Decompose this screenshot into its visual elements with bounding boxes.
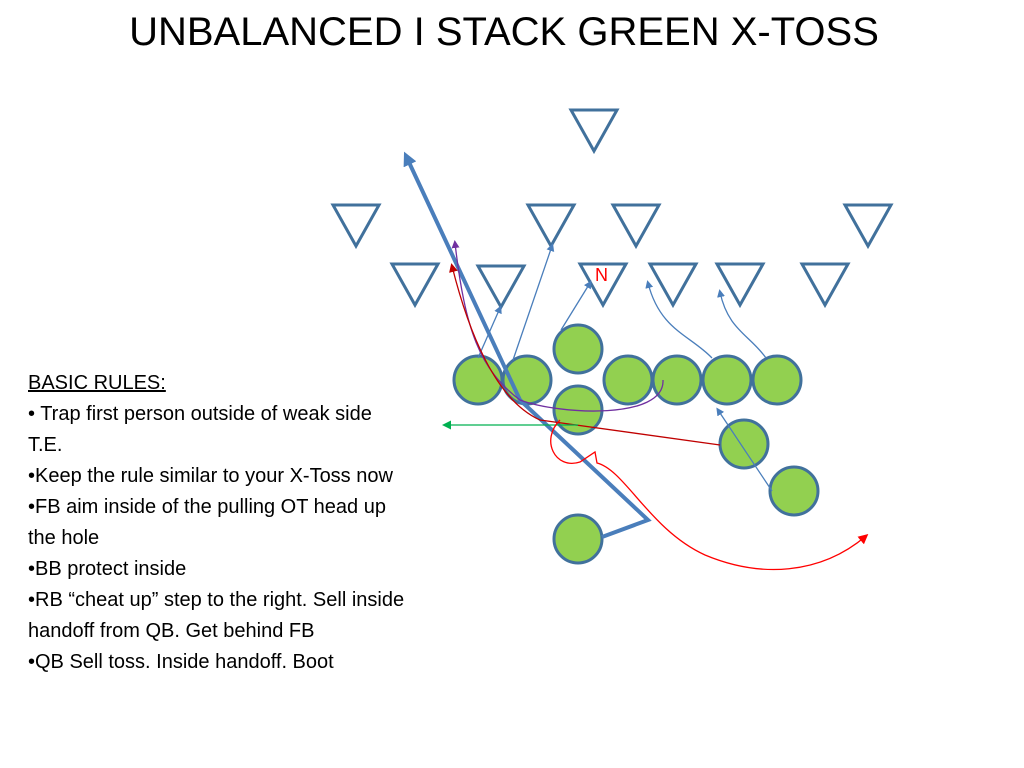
block-arrow-wing: [716, 407, 773, 492]
defender-dl-3: [647, 262, 699, 309]
rule-item-bb-protect: •BB protect inside: [28, 558, 187, 580]
block-arrow-ot: [512, 243, 555, 361]
offense-group: [452, 323, 820, 565]
rule-item-qb-sell: •QB Sell toss. Inside handoff. Boot: [28, 651, 334, 673]
offensive-player-wing-1: [718, 418, 770, 470]
basic-rules-box: BASIC RULES: • Trap first person outside…: [28, 368, 408, 678]
defender-lb-1: [330, 203, 382, 250]
defender-lb-2: [525, 203, 577, 250]
block-arrow-te: [477, 305, 502, 359]
offensive-player-center: [552, 323, 604, 375]
defender-lb-3: [610, 203, 662, 250]
defense-group: [330, 108, 894, 311]
rule-item-x-toss: •Keep the rule similar to your X-Toss no…: [28, 465, 393, 487]
offensive-player-rb: [552, 513, 604, 565]
defender-dl-2: [475, 264, 527, 311]
nose-tackle-label: N: [595, 265, 608, 285]
rules-heading: BASIC RULES:: [28, 372, 166, 394]
offensive-player-wing-2: [768, 465, 820, 517]
block-arrow-te-3: [717, 289, 767, 359]
fullback-route-arrow: [403, 151, 652, 539]
offensive-player-te-3: [751, 354, 803, 406]
rule-item-fb-aim: •FB aim inside of the pulling OT head up…: [28, 496, 386, 549]
defender-lb-4: [842, 203, 894, 250]
offensive-player-te: [452, 354, 504, 406]
rule-item-trap: • Trap first person outside of weak side…: [28, 403, 372, 456]
defender-safety: [568, 108, 620, 155]
defender-dl-4: [714, 262, 766, 309]
pull-route-purple: [451, 240, 664, 412]
routes-group: [403, 151, 869, 571]
offensive-player-guard: [602, 354, 654, 406]
offensive-player-te-2: [701, 354, 753, 406]
block-arrow-te-2: [645, 280, 713, 359]
boot-route-red: [550, 419, 869, 571]
defender-dl-1: [389, 262, 441, 309]
trap-route-red: [449, 263, 721, 446]
block-arrow-center: [560, 280, 592, 331]
slide-title: UNBALANCED I STACK GREEN X-TOSS: [129, 10, 879, 54]
defender-dl-5: [799, 262, 851, 309]
rule-item-rb-cheat-up: •RB “cheat up” step to the right. Sell i…: [28, 589, 405, 642]
offensive-player-tackle: [651, 354, 703, 406]
